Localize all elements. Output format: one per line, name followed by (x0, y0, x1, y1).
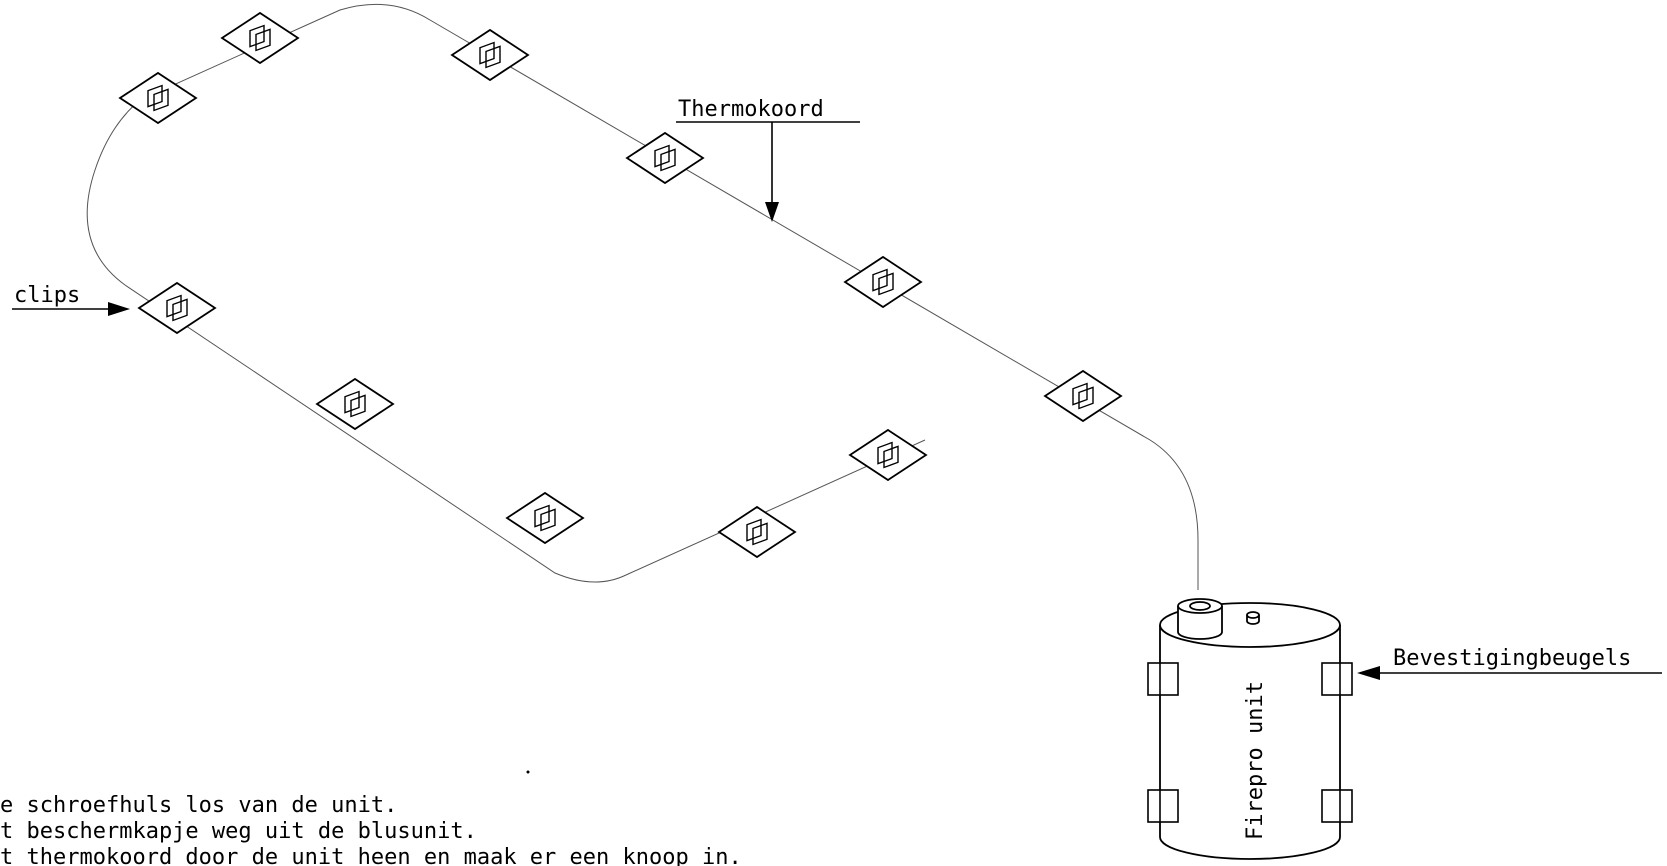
clip (625, 131, 705, 185)
clip (450, 28, 530, 82)
clip (848, 428, 928, 482)
mounting-bracket (1147, 662, 1179, 696)
thermal-cord (86, 3, 1199, 590)
clip (505, 491, 585, 545)
stray-mark (526, 770, 530, 774)
arrow-right-icon (108, 302, 130, 316)
instruction-line: e schroefhuls los van de unit. (0, 793, 397, 818)
thermokoord-callout: Thermokoord (676, 97, 860, 222)
unit-label: Firepro unit (1243, 681, 1268, 840)
clips-label: clips (14, 283, 80, 308)
clip (717, 505, 797, 559)
bevestigingbeugels-callout: Bevestigingbeugels (1357, 646, 1662, 680)
clip (220, 11, 300, 65)
arrow-down-icon (765, 202, 779, 222)
mounting-bracket (1147, 789, 1179, 823)
clips-callout: clips (12, 283, 130, 316)
clip (315, 377, 395, 431)
clip (118, 71, 198, 125)
instruction-line: t thermokoord door de unit heen en maak … (0, 845, 742, 866)
clip (1043, 369, 1123, 423)
firepro-unit: Firepro unit (1147, 598, 1353, 860)
arrow-left-icon (1357, 666, 1380, 680)
instructions: e schroefhuls los van de unit. t bescher… (0, 793, 742, 866)
mounting-bracket (1321, 789, 1353, 823)
thermokoord-label: Thermokoord (678, 97, 824, 122)
mounting-bracket (1321, 662, 1353, 696)
clip (843, 255, 923, 309)
clip (137, 281, 217, 335)
instruction-line: t beschermkapje weg uit de blusunit. (0, 819, 477, 844)
bevestigingbeugels-label: Bevestigingbeugels (1393, 646, 1631, 671)
